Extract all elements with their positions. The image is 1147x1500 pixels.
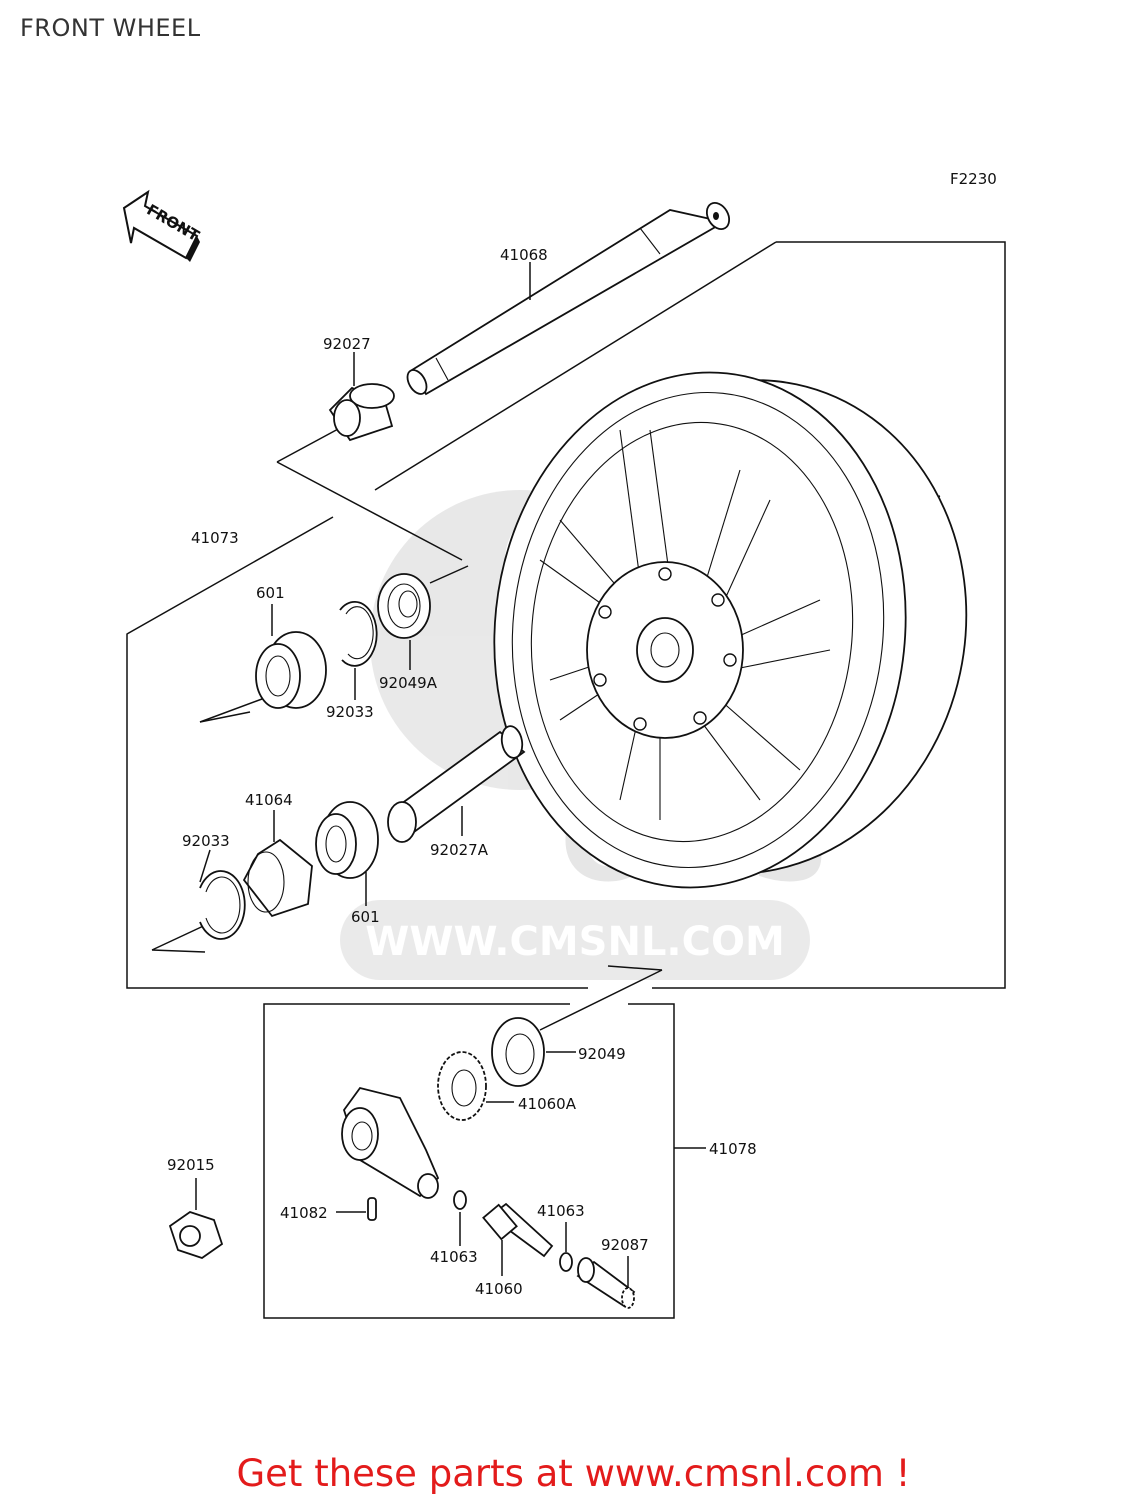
label-41073: 41073 [191,529,239,547]
front-arrow-icon: FRONT [122,189,203,262]
label-92049A: 92049A [379,674,438,692]
gear-41060A [437,1051,514,1121]
assembly-outline [126,241,1006,1031]
gear-housing [341,1086,440,1199]
label-92033-upper: 92033 [326,703,374,721]
watermark-url: WWW.CMSNL.COM [365,919,785,965]
pin-41082 [336,1197,377,1221]
nut-92015 [168,1178,224,1259]
label-41068: 41068 [500,246,548,264]
oil-seal-92049A [377,573,431,670]
circlip-92033-upper [339,600,378,700]
gear-assembly-outline [263,1003,706,1319]
oil-seal-92049 [491,1017,576,1087]
circlip-92033-lower [199,849,246,940]
washer-41063-left [453,1190,467,1246]
footer-cta-link[interactable]: Get these parts at www.cmsnl.com ! [236,1452,911,1495]
collar-92027A [387,725,526,843]
collar-92027 [328,352,395,442]
label-601-lower: 601 [351,908,380,926]
label-41060: 41060 [475,1280,523,1298]
washer-41063-right [559,1222,573,1272]
label-41064: 41064 [245,791,293,809]
label-92015: 92015 [167,1156,215,1174]
label-92027: 92027 [323,335,371,353]
bearing-601-upper [255,604,327,709]
front-wheel [493,371,968,889]
label-41082: 41082 [280,1204,328,1222]
page-title: FRONT WHEEL [20,14,201,42]
label-41063-right: 41063 [537,1202,585,1220]
label-92087: 92087 [601,1236,649,1254]
label-601-upper: 601 [256,584,285,602]
spacer-41064 [242,810,313,918]
label-41060A: 41060A [518,1095,577,1113]
part-labels: 41068 92027 41073 601 92033 92049A 41064… [167,246,757,1298]
label-41078: 41078 [709,1140,757,1158]
axle-41068 [406,201,731,396]
bearing-601-lower [315,801,379,906]
label-92033-lower: 92033 [182,832,230,850]
label-41063-left: 41063 [430,1248,478,1266]
pinion-41060 [482,1202,554,1276]
label-92049: 92049 [578,1045,626,1063]
diagram-code: F2230 [950,170,997,188]
label-92027A: 92027A [430,841,489,859]
bushing-92087 [576,1256,636,1309]
